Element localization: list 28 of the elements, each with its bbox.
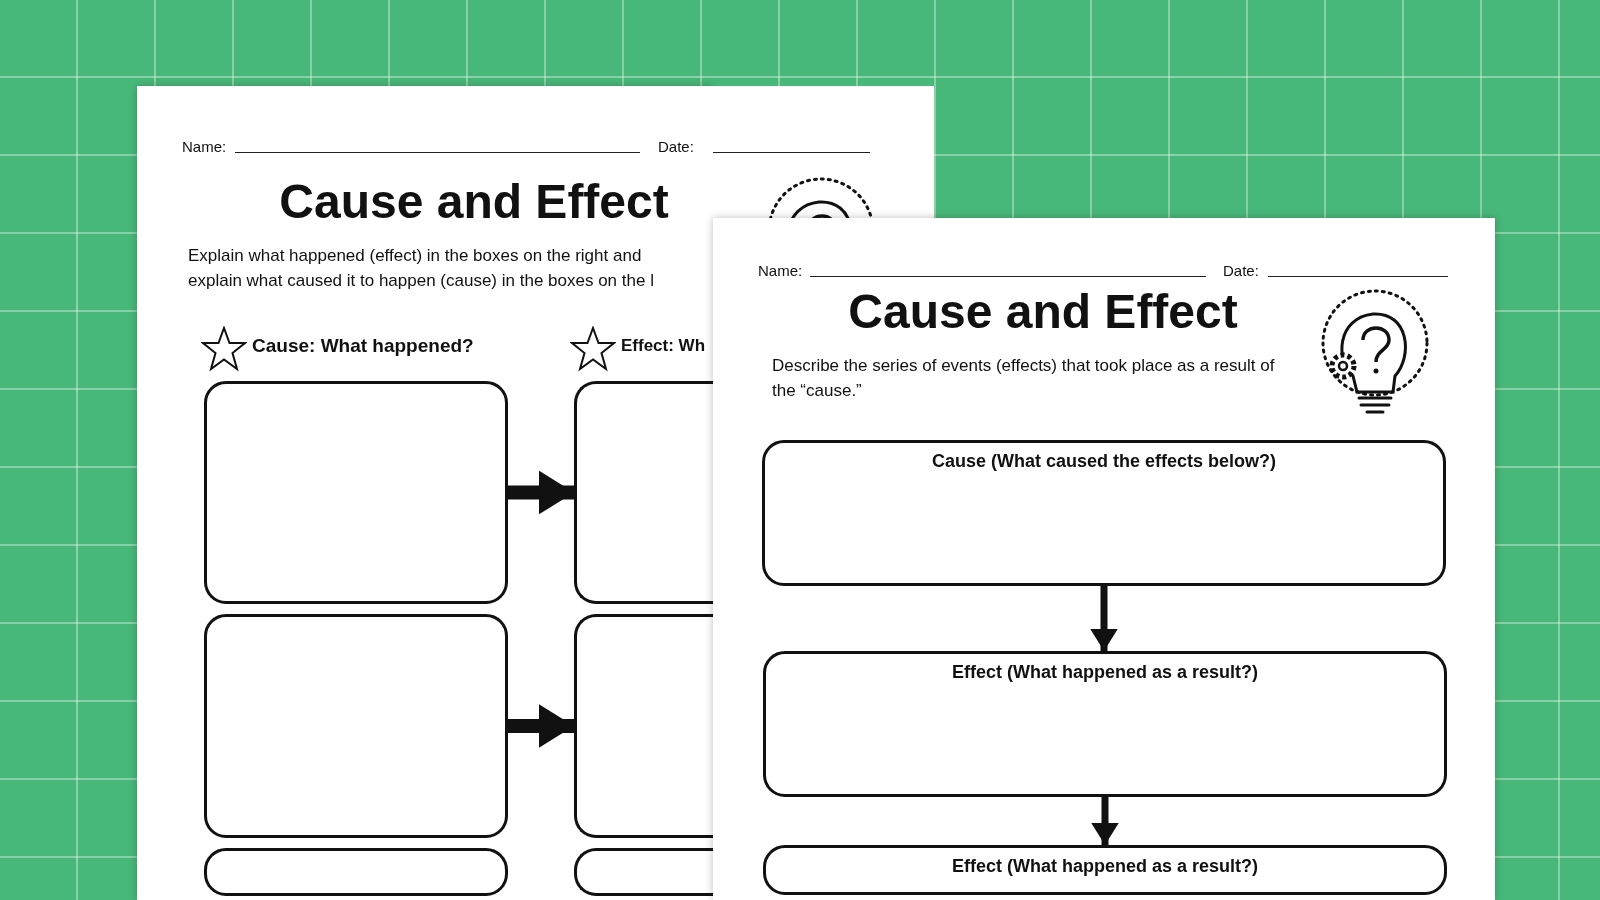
instructions-text: Describe the series of events (effects) that took place as a result of the “cause.”	[772, 355, 1276, 402]
instructions-text: Explain what happened (effect) in the boxes on the right and explain what caused it to happen (cause) in the boxes on the l	[188, 245, 655, 292]
answer-box	[204, 381, 508, 604]
worksheet-title: Cause and Effect	[847, 284, 1239, 339]
worksheet-title: Cause and Effect	[278, 174, 670, 229]
answer-box	[574, 614, 713, 838]
answer-box	[574, 848, 713, 896]
answer-box	[762, 440, 1446, 586]
box-heading: Effect (What happened as a result?)	[950, 856, 1259, 877]
field-label: Date:	[1223, 262, 1259, 279]
arrow	[1090, 586, 1118, 651]
arrow	[1091, 797, 1119, 845]
arrow	[508, 704, 574, 748]
box-heading: Cause (What caused the effects below?)	[930, 451, 1278, 472]
field-label: Name:	[182, 138, 227, 155]
answer-box	[574, 381, 713, 604]
arrow	[508, 470, 574, 515]
answer-box	[204, 614, 508, 838]
field-label: Date:	[658, 138, 694, 155]
column-heading: Cause: What happened?	[252, 335, 474, 357]
worksheet-page	[137, 86, 713, 900]
answer-box	[763, 651, 1447, 797]
answer-box	[763, 845, 1447, 895]
answer-box	[204, 848, 508, 896]
column-heading: Effect: Wh	[621, 336, 706, 356]
box-heading: Effect (What happened as a result?)	[950, 662, 1259, 683]
worksheet-page	[713, 218, 1495, 900]
field-label: Name:	[758, 262, 803, 279]
